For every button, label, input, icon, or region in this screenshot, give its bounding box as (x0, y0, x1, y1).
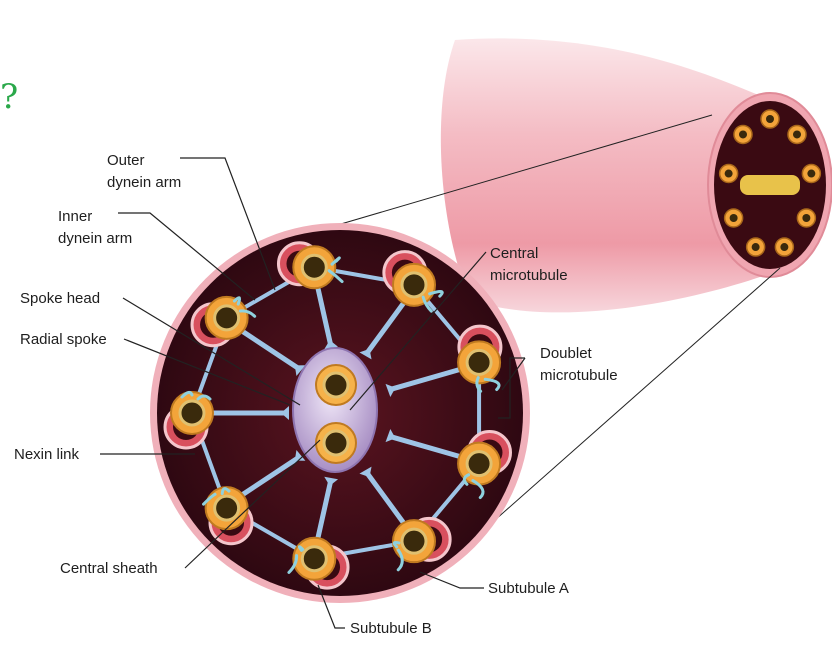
label-inner-dynein-arm-2: dynein arm (58, 230, 132, 247)
tube-central-pair (740, 175, 800, 195)
label-radial-spoke: Radial spoke (20, 331, 107, 348)
label-spoke-head: Spoke head (20, 290, 100, 307)
label-central-sheath: Central sheath (60, 560, 158, 577)
axoneme-cross-section (150, 223, 530, 603)
label-nexin-link: Nexin link (14, 446, 80, 463)
label-doublet-microtubule-2: microtubule (540, 367, 618, 384)
label-inner-dynein-arm-1: Inner (58, 208, 92, 225)
label-subtubule-a: Subtubule A (488, 580, 569, 597)
label-doublet-microtubule-1: Doublet (540, 345, 593, 362)
label-central-microtubule-2: microtubule (490, 267, 568, 284)
inner-dynein-arm (299, 547, 302, 551)
label-outer-dynein-arm-2: dynein arm (107, 174, 181, 191)
label-subtubule-b: Subtubule B (350, 620, 432, 637)
corner-question-mark: ? (0, 77, 18, 117)
label-outer-dynein-arm-1: Outer (107, 152, 145, 169)
label-central-microtubule-1: Central (490, 245, 538, 262)
